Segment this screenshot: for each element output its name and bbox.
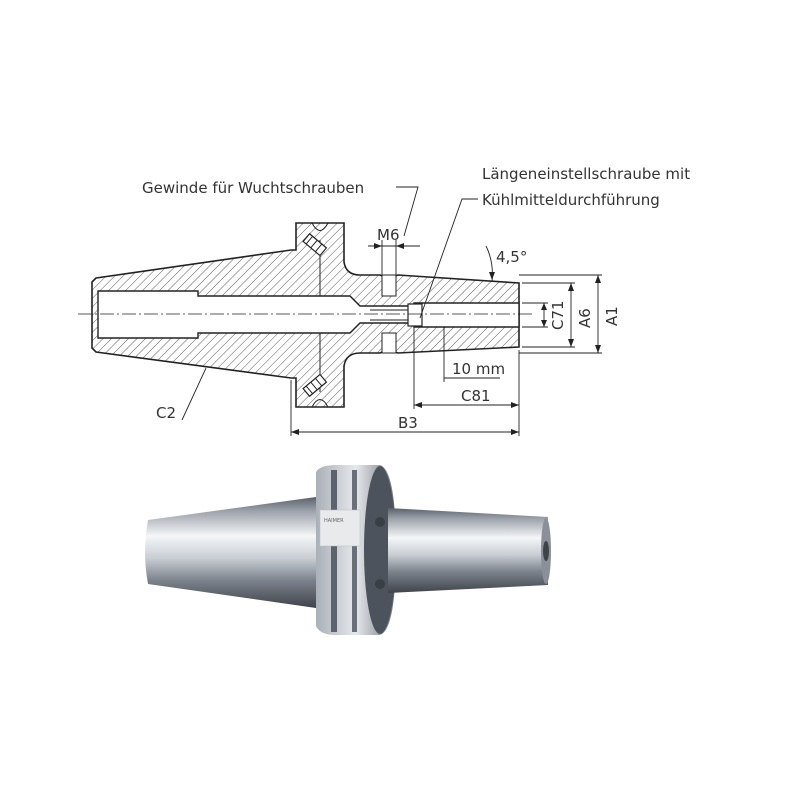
balancing-screw-top: [302, 232, 328, 257]
label-c71: C71: [549, 300, 567, 330]
label-a6: A6: [576, 308, 594, 328]
length-adjust-screw: [407, 303, 423, 327]
label-m6: M6: [377, 226, 400, 244]
label-c81: C81: [461, 387, 491, 405]
dimensions: [181, 186, 602, 436]
label-10mm: 10 mm: [452, 360, 505, 378]
label-angle: 4,5°: [496, 248, 527, 266]
balancing-screw-bottom: [302, 373, 328, 398]
label-length-screw-line1: Längeneinstellschraube mit: [482, 165, 690, 183]
photo-engraving: HAIMER: [324, 518, 344, 524]
label-balancing-thread: Gewinde für Wuchtschrauben: [142, 179, 364, 197]
photo-m6-hole-top: [375, 517, 385, 527]
product-photo: HAIMER: [145, 465, 551, 635]
m6-hole-top: [381, 274, 397, 297]
section-drawing: Gewinde für Wuchtschrauben Längeneinstel…: [78, 165, 690, 436]
label-length-screw-line2: Kühlmitteldurchführung: [482, 191, 660, 209]
dimension-arrows: [291, 243, 601, 435]
label-b3: B3: [398, 414, 418, 432]
photo-taper-cone: [145, 497, 316, 608]
m6-hole-bottom: [381, 332, 397, 354]
taper-bore: [97, 290, 520, 339]
photo-engraving-plate: [319, 509, 361, 547]
flange-groove: [311, 222, 329, 408]
label-c2: C2: [156, 404, 176, 422]
photo-shank: [388, 508, 548, 593]
label-a1: A1: [603, 306, 621, 326]
photo-m6-hole-bottom: [375, 579, 385, 589]
